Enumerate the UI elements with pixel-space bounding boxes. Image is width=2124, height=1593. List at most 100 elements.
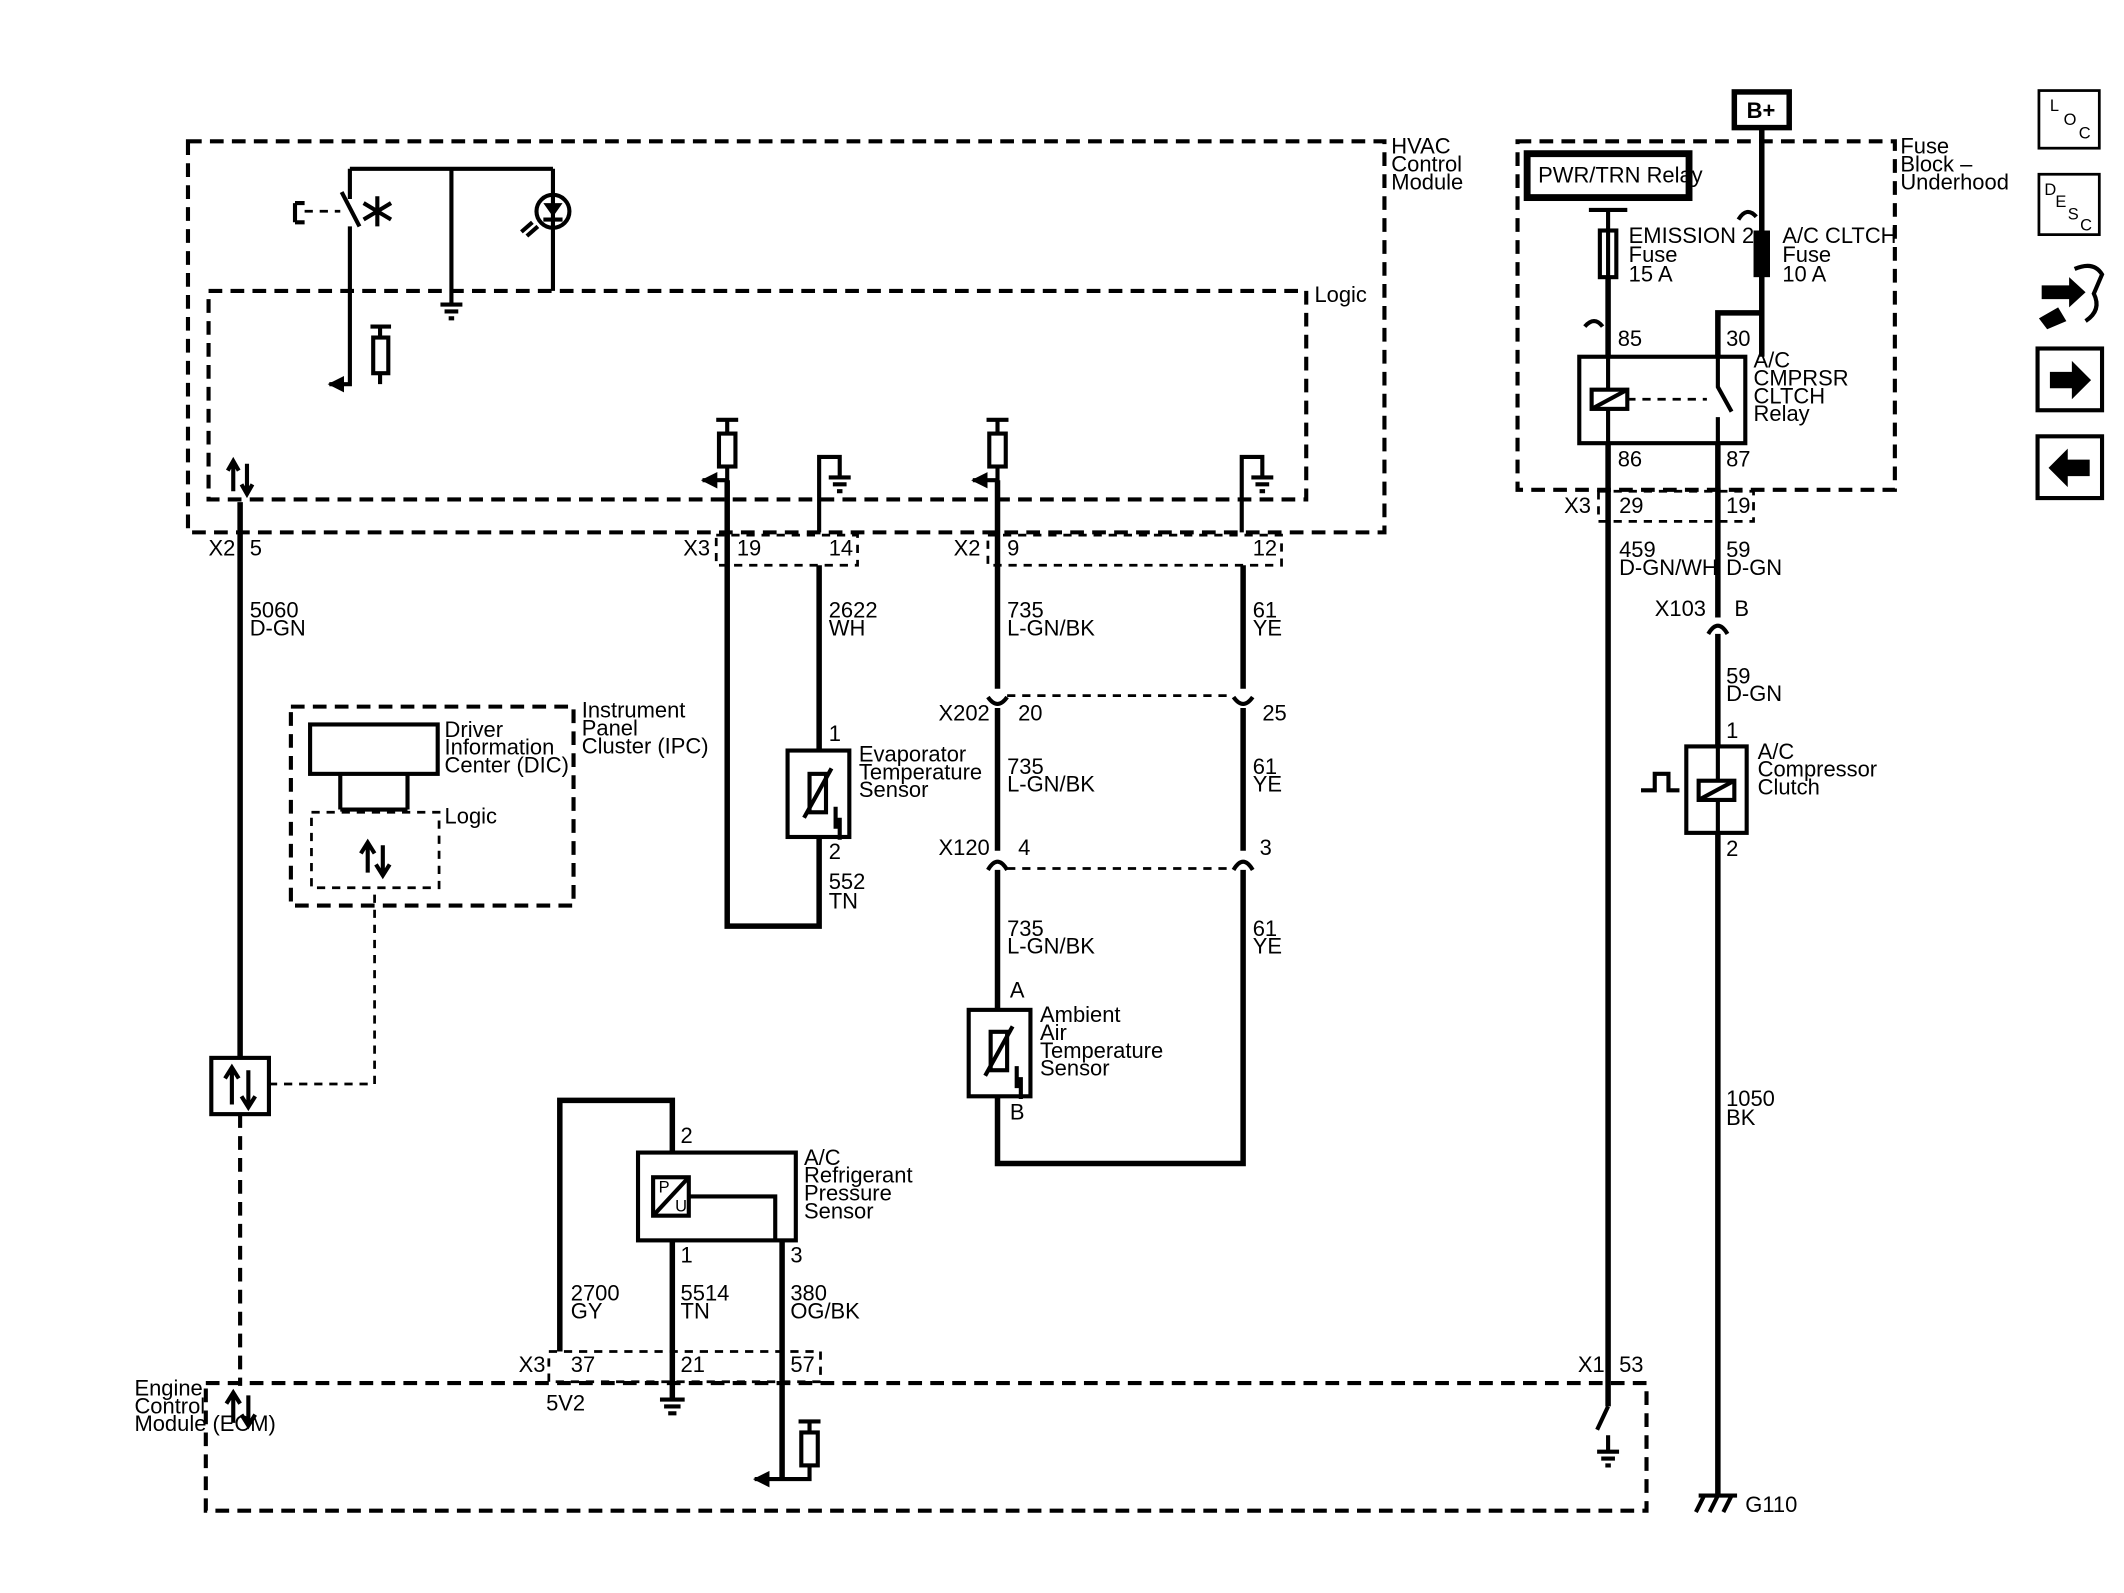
bplus-terminal: B+ bbox=[1731, 89, 1792, 131]
svg-text:D-GN: D-GN bbox=[1726, 681, 1782, 706]
pullup-resistor-icon bbox=[370, 324, 392, 385]
svg-text:30: 30 bbox=[1726, 326, 1750, 351]
svg-text:5060: 5060 bbox=[250, 597, 299, 622]
svg-text:59: 59 bbox=[1726, 537, 1750, 562]
svg-text:B: B bbox=[1010, 1100, 1025, 1125]
wire-2700 bbox=[557, 1097, 676, 1352]
svg-text:552: 552 bbox=[829, 869, 866, 894]
svg-text:1: 1 bbox=[829, 721, 841, 746]
wire-61-c bbox=[994, 869, 1246, 1167]
svg-text:YE: YE bbox=[1253, 615, 1282, 640]
svg-text:57: 57 bbox=[790, 1352, 814, 1377]
svg-text:85: 85 bbox=[1618, 326, 1642, 351]
svg-text:X3: X3 bbox=[683, 536, 710, 561]
next-page-button[interactable] bbox=[2035, 346, 2105, 413]
svg-text:D-GN: D-GN bbox=[250, 615, 306, 640]
svg-text:86: 86 bbox=[1618, 447, 1642, 472]
svg-text:25: 25 bbox=[1262, 700, 1286, 725]
svg-text:3: 3 bbox=[790, 1242, 802, 1267]
ground-icon bbox=[440, 302, 463, 321]
svg-text:9: 9 bbox=[1007, 536, 1019, 561]
svg-text:L-GN/BK: L-GN/BK bbox=[1007, 615, 1095, 640]
svg-text:1: 1 bbox=[1726, 718, 1738, 743]
svg-text:P: P bbox=[659, 1178, 670, 1196]
svg-text:87: 87 bbox=[1726, 447, 1750, 472]
svg-text:14: 14 bbox=[829, 536, 853, 561]
svg-text:61: 61 bbox=[1253, 754, 1277, 779]
svg-text:L: L bbox=[2050, 97, 2059, 115]
svg-text:Fuse: Fuse bbox=[1629, 242, 1678, 267]
ecm-pullup-380 bbox=[753, 1419, 821, 1488]
svg-text:EMISSION 2: EMISSION 2 bbox=[1629, 223, 1755, 248]
svg-text:459: 459 bbox=[1619, 537, 1656, 562]
ecm-data-icon bbox=[224, 1388, 257, 1430]
svg-text:2622: 2622 bbox=[829, 597, 878, 622]
connector-x103: X103 B bbox=[1655, 596, 1749, 636]
indicator-led-icon bbox=[520, 192, 572, 238]
hvac-connector-x2-b: X2 9 12 bbox=[954, 533, 1283, 567]
svg-text:Fuse: Fuse bbox=[1782, 242, 1831, 267]
previous-page-button[interactable] bbox=[2035, 434, 2105, 501]
svg-text:2700: 2700 bbox=[571, 1281, 620, 1306]
svg-text:1050: 1050 bbox=[1726, 1086, 1775, 1111]
svg-text:L-GN/BK: L-GN/BK bbox=[1007, 772, 1095, 797]
svg-text:X103: X103 bbox=[1655, 596, 1706, 621]
svg-text:U: U bbox=[675, 1198, 687, 1216]
svg-text:GY: GY bbox=[571, 1299, 603, 1324]
connector-x120: X120 4 3 bbox=[939, 835, 1272, 872]
svg-text:YE: YE bbox=[1253, 934, 1282, 959]
arrow-left-icon bbox=[2048, 448, 2090, 488]
svg-text:4: 4 bbox=[1018, 835, 1030, 860]
svg-text:B+: B+ bbox=[1747, 98, 1776, 123]
emission-fuse: EMISSION 2 Fuse 15 A bbox=[1597, 223, 1755, 286]
svg-text:5: 5 bbox=[250, 536, 262, 561]
data-comm-icon bbox=[225, 456, 255, 499]
svg-text:2: 2 bbox=[681, 1123, 693, 1148]
wire-552 bbox=[724, 480, 822, 929]
svg-text:TN: TN bbox=[681, 1299, 710, 1324]
svg-text:21: 21 bbox=[681, 1352, 705, 1377]
svg-text:OG/BK: OG/BK bbox=[790, 1299, 860, 1324]
hvac-logic-label: Logic bbox=[1314, 282, 1366, 307]
diagnostic-connector-icon[interactable] bbox=[2036, 255, 2105, 333]
ecm-ground-5514 bbox=[659, 1397, 685, 1416]
svg-text:19: 19 bbox=[737, 536, 761, 561]
hvac-logic-box bbox=[206, 288, 1309, 502]
ipc-data-line bbox=[268, 889, 376, 1086]
ecm-relay-driver-switch bbox=[1595, 1405, 1620, 1468]
location-button[interactable]: L O C bbox=[2037, 89, 2101, 150]
svg-text:G110: G110 bbox=[1745, 1492, 1797, 1517]
svg-text:X120: X120 bbox=[939, 835, 990, 860]
evap-pullup-resistor bbox=[700, 417, 739, 489]
svg-text:B: B bbox=[1734, 596, 1749, 621]
svg-text:A: A bbox=[1010, 978, 1025, 1003]
svg-text:735: 735 bbox=[1007, 754, 1044, 779]
svg-text:380: 380 bbox=[790, 1281, 827, 1306]
svg-text:10 A: 10 A bbox=[1782, 261, 1826, 286]
svg-text:YE: YE bbox=[1253, 772, 1282, 797]
arrow-right-icon bbox=[2049, 360, 2092, 400]
svg-text:5V2: 5V2 bbox=[546, 1391, 585, 1416]
svg-text:735: 735 bbox=[1007, 916, 1044, 941]
ac-snowflake-icon bbox=[362, 196, 393, 227]
description-button[interactable]: D E S C bbox=[2037, 172, 2101, 236]
svg-text:D-GN/WH: D-GN/WH bbox=[1619, 555, 1718, 580]
ac-clutch-fuse: A/C CLTCH Fuse 10 A bbox=[1736, 209, 1897, 286]
svg-text:X3: X3 bbox=[1564, 493, 1591, 518]
svg-text:X1: X1 bbox=[1578, 1352, 1605, 1377]
ecm-connector-x1: X1 53 bbox=[1578, 1352, 1644, 1377]
